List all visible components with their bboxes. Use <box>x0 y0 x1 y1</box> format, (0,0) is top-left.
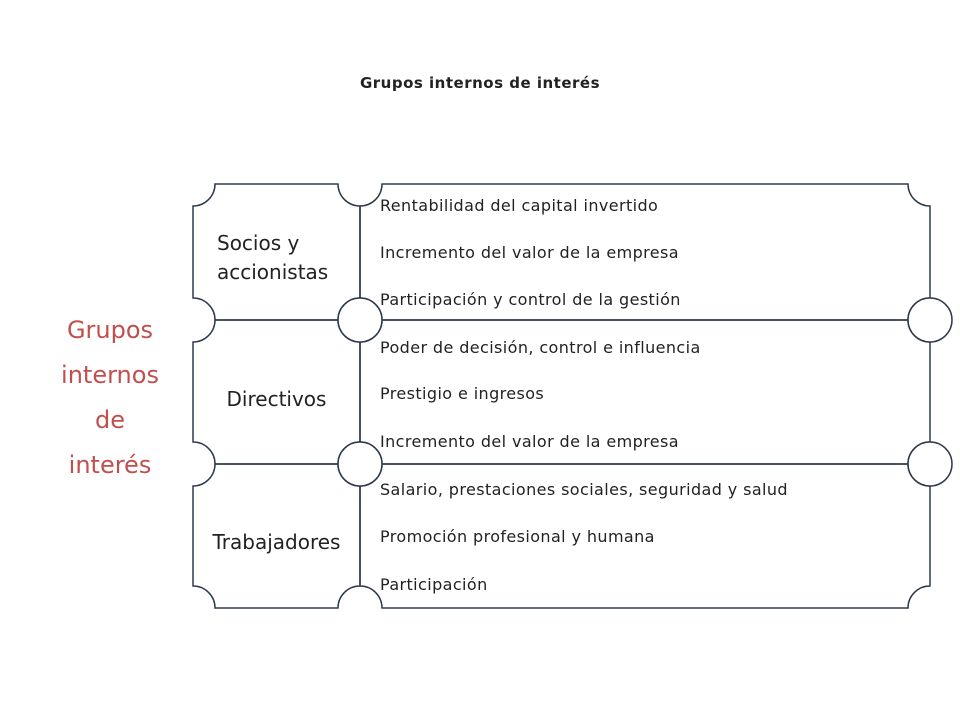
side-label-line: internos <box>61 361 159 389</box>
page-title: Grupos internos de interés <box>359 74 601 92</box>
group-label-socios: Socios y accionistas <box>217 229 328 287</box>
side-label: Grupos internos de interés <box>40 308 180 488</box>
side-label-line: interés <box>68 451 152 479</box>
side-label-line: de <box>95 406 125 434</box>
item-text: Participación y control de la gestión <box>380 290 681 309</box>
item-text: Participación <box>380 575 488 594</box>
item-text: Promoción profesional y humana <box>380 527 655 546</box>
connector-circle <box>907 441 953 487</box>
group-label-directivos: Directivos <box>226 387 327 411</box>
group-label-line: Socios y <box>217 231 300 255</box>
connector-circle <box>907 297 953 343</box>
group-label-line: accionistas <box>217 260 329 284</box>
item-text: Prestigio e ingresos <box>380 384 545 403</box>
group-label-trabajadores: Trabajadores <box>212 530 341 554</box>
item-text: Rentabilidad del capital invertido <box>380 196 659 215</box>
side-label-line: Grupos <box>66 316 154 344</box>
item-text: Incremento del valor de la empresa <box>380 432 679 451</box>
connector-circle <box>337 297 383 343</box>
item-text: Salario, prestaciones sociales, segurida… <box>380 480 788 499</box>
item-text: Incremento del valor de la empresa <box>380 243 679 262</box>
item-text: Poder de decisión, control e influencia <box>380 338 701 357</box>
connector-circle <box>337 441 383 487</box>
